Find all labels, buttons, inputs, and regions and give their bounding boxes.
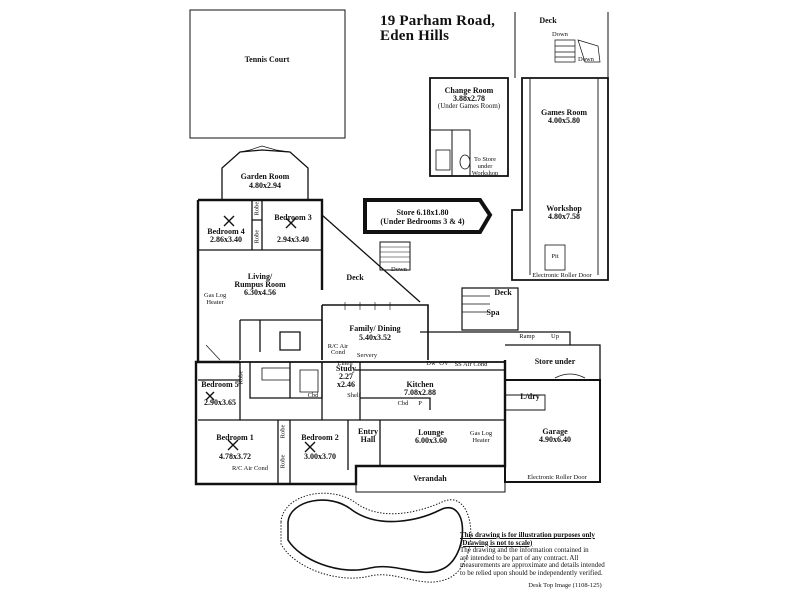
p-kitchen-label: P <box>418 400 422 407</box>
to-store-1: To Store <box>473 156 497 163</box>
store-name: Store 6.18x1.80 <box>396 208 449 217</box>
ramp-label: Ramp <box>519 333 535 340</box>
disclaimer-line-3: The drawing and the information containe… <box>460 546 589 554</box>
ss-air-label: SS Air Cond <box>454 361 488 368</box>
deck-spa-label: Deck <box>494 288 512 297</box>
living-size: 6.30x4.56 <box>244 288 276 297</box>
change-room-note: (Under Games Room) <box>437 102 501 110</box>
robe-b2-label: Robe <box>279 454 287 469</box>
bedroom3-name: Bedroom 3 <box>274 213 312 222</box>
bedroom5-size: 2.90x3.65 <box>204 398 236 407</box>
disclaimer-block: This drawing is for illustration purpose… <box>460 531 620 577</box>
gas-heater-living-1: Gas Log <box>204 292 227 299</box>
up-label: Up <box>551 333 559 340</box>
family-name: Family/ Dining <box>349 324 401 333</box>
garage-name: Garage <box>542 427 568 436</box>
kitchen-size: 7.08x2.88 <box>404 388 436 397</box>
bedroom2-name: Bedroom 2 <box>301 433 339 442</box>
bedroom2-size: 3.00x3.70 <box>304 452 336 461</box>
cbd-kitchen-label: Cbd <box>397 400 409 407</box>
disclaimer-line-6: to be relied upon should be independentl… <box>460 568 603 577</box>
kitchen-name: Kitchen <box>406 380 434 389</box>
lounge-size: 6.00x3.60 <box>415 436 447 445</box>
garden-room-name: Garden Room <box>240 172 290 181</box>
pool-outline <box>287 499 464 574</box>
study-name: Study <box>335 364 356 373</box>
linen-label: Linen <box>337 360 353 367</box>
change-room-outline <box>429 77 509 177</box>
spa-label: Spa <box>486 308 500 317</box>
robe-b1-label: Robe <box>279 424 287 439</box>
gas-heater-lounge-1: Gas Log <box>469 430 493 437</box>
robe-b5-label: Robe <box>237 370 245 385</box>
to-store-2: under <box>477 163 493 170</box>
rc-air-living-1: R/C Air <box>327 343 349 350</box>
rc-air-living-2: Cond <box>330 349 346 356</box>
deck-mid-label: Deck <box>346 273 364 282</box>
study-size-2: x2.46 <box>337 380 355 389</box>
ov-label: OV <box>439 360 449 367</box>
garage-outline <box>504 379 601 483</box>
rc-air-bedroom1: R/C Air Cond <box>231 465 269 472</box>
down-top-label-2: Down <box>578 56 594 63</box>
tennis-court-outline <box>189 9 346 139</box>
store-outline <box>363 198 493 234</box>
verandah-label: Verandah <box>413 474 447 483</box>
gas-heater-living-2: Heater <box>206 299 224 306</box>
image-credit: Desk Top Image (1108-125) <box>528 582 602 589</box>
to-store-3: Workshop <box>471 170 499 177</box>
entry-name-1: Entry <box>358 427 378 436</box>
robe-b4-label: Robe <box>253 201 261 216</box>
disclaimer-line-2: (Drawing is not to scale) <box>460 538 533 547</box>
disclaimer-line-4: are intended to be part of any contract.… <box>460 553 579 562</box>
cbd-study-label: Cbd <box>307 392 319 399</box>
bedroom3-size: 2.94x3.40 <box>277 235 309 244</box>
study-size-1: 2.27 <box>339 372 353 381</box>
store-note: (Under Bedrooms 3 & 4) <box>380 217 465 226</box>
roller-door-workshop: Electronic Roller Door <box>532 272 592 279</box>
roller-door-garage: Electronic Roller Door <box>527 474 587 481</box>
deck-top-label: Deck <box>539 16 557 25</box>
bedroom4-name: Bedroom 4 <box>207 227 245 236</box>
entry-name-2: Hall <box>360 435 376 444</box>
bedroom1-size: 4.78x3.72 <box>219 452 251 461</box>
address-line-1: 19 Parham Road, <box>380 13 496 29</box>
down-mid-label: Down <box>391 266 407 273</box>
tennis-court-label: Tennis Court <box>244 55 290 64</box>
garage-size: 4.90x6.40 <box>539 435 571 444</box>
shelf-study-label: Shelf <box>347 392 361 399</box>
down-top-label: Down <box>552 31 568 38</box>
bedroom4-size: 2.86x3.40 <box>210 235 242 244</box>
garden-room-size: 4.80x2.94 <box>249 181 281 190</box>
living-name-2: Rumpus Room <box>234 280 286 289</box>
workshop-size: 4.80x7.58 <box>548 212 580 221</box>
living-name-1: Living/ <box>247 272 273 281</box>
disclaimer-line-5: measurements are approximate and details… <box>460 561 605 569</box>
servery-label: Servery <box>356 352 378 359</box>
change-room-size: 3.88x2.78 <box>453 94 485 103</box>
change-room-name: Change Room <box>444 86 494 95</box>
bedroom1-name: Bedroom 1 <box>216 433 254 442</box>
pit-label: Pit <box>551 253 559 260</box>
workshop-name: Workshop <box>546 204 582 213</box>
house-outer-wall <box>194 198 507 486</box>
robe-b3-label: Robe <box>253 229 261 244</box>
laundry-label: L/dry <box>520 392 540 401</box>
family-size: 5.40x3.52 <box>359 333 391 342</box>
games-room-name: Games Room <box>541 108 587 117</box>
lounge-name: Lounge <box>418 428 444 437</box>
dw-label: Dw <box>426 360 436 367</box>
disclaimer-line-1: This drawing is for illustration purpose… <box>460 531 595 539</box>
walls <box>189 9 609 583</box>
garden-room-outline <box>221 149 309 200</box>
bedroom5-name: Bedroom 5 <box>201 380 239 389</box>
address-line-2: Eden Hills <box>380 28 450 44</box>
store-under-label: Store under <box>534 357 576 366</box>
games-room-size: 4.00x5.80 <box>548 116 580 125</box>
gas-heater-lounge-2: Heater <box>472 437 490 444</box>
